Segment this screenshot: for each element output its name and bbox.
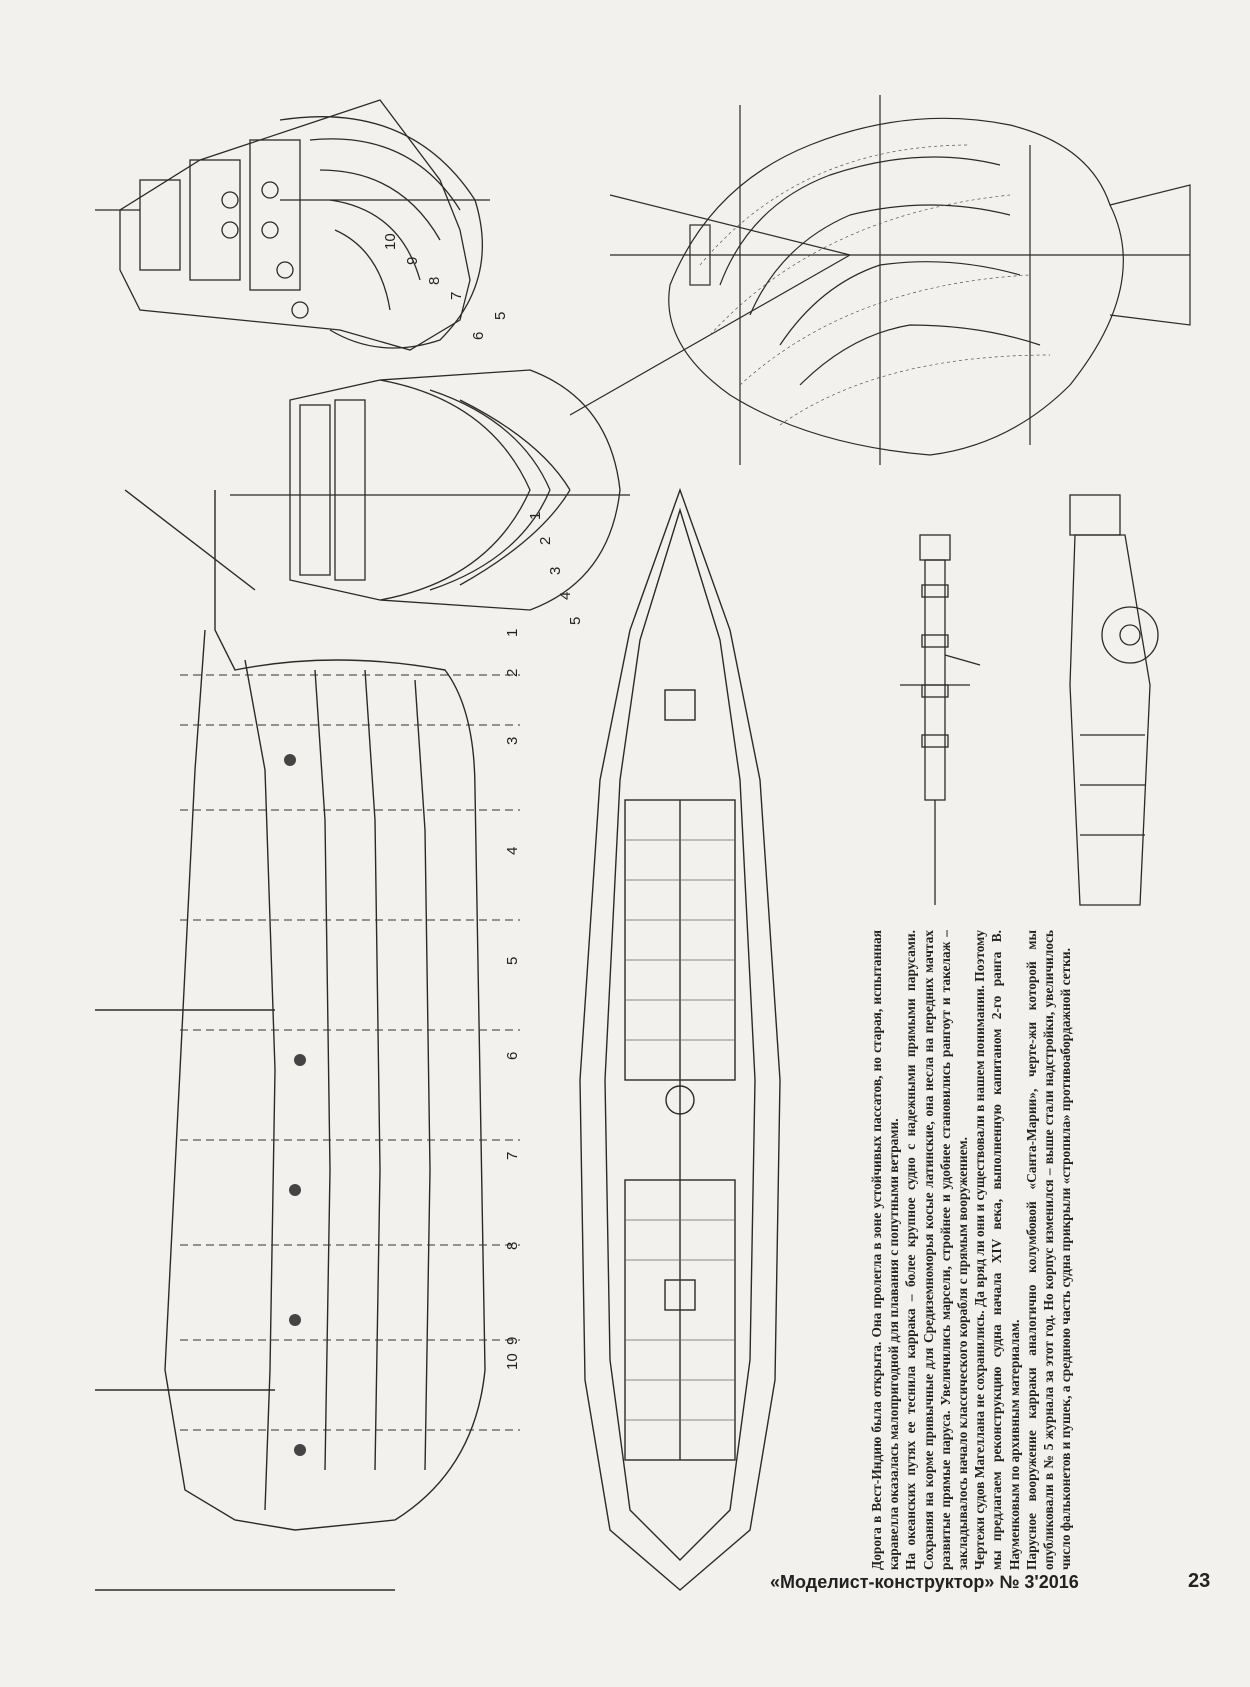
bombard-cannon-svg xyxy=(1069,494,1159,906)
deck-plan-drawing xyxy=(530,480,830,1610)
bombard-cannon-drawing xyxy=(1050,485,1170,915)
journal-title: «Моделист-конструктор» № 3'2016 xyxy=(770,1572,1079,1592)
article-body: Дорога в Вест-Индию была открыта. Она пр… xyxy=(868,930,1208,1570)
side-profile-svg xyxy=(95,489,486,1591)
article-paragraph: Дорога в Вест-Индию была открыта. Она пр… xyxy=(869,930,902,1570)
deck-plan-svg xyxy=(579,487,781,1591)
article-paragraph: На океанских путях ее теснила каррака – … xyxy=(903,930,971,1570)
side-profile-drawing xyxy=(95,470,515,1600)
bow-view-svg xyxy=(230,369,630,611)
sail-plan-svg xyxy=(569,95,1191,465)
article-text-block: Дорога в Вест-Индию была открыта. Она пр… xyxy=(868,930,1218,1580)
page-number: 23 xyxy=(1188,1570,1211,1592)
bow-view-drawing xyxy=(230,360,630,620)
falconet-svg xyxy=(900,534,981,905)
article-paragraph: Парусное вооружение карраки аналогично к… xyxy=(1023,930,1074,1570)
stern-view-drawing xyxy=(80,80,510,360)
sail-plan-drawing xyxy=(550,85,1200,475)
stern-view-svg xyxy=(95,99,490,351)
falconet-drawing xyxy=(880,525,990,915)
article-paragraph: Чертежи судов Магеллана не сохранились. … xyxy=(972,930,1022,1570)
